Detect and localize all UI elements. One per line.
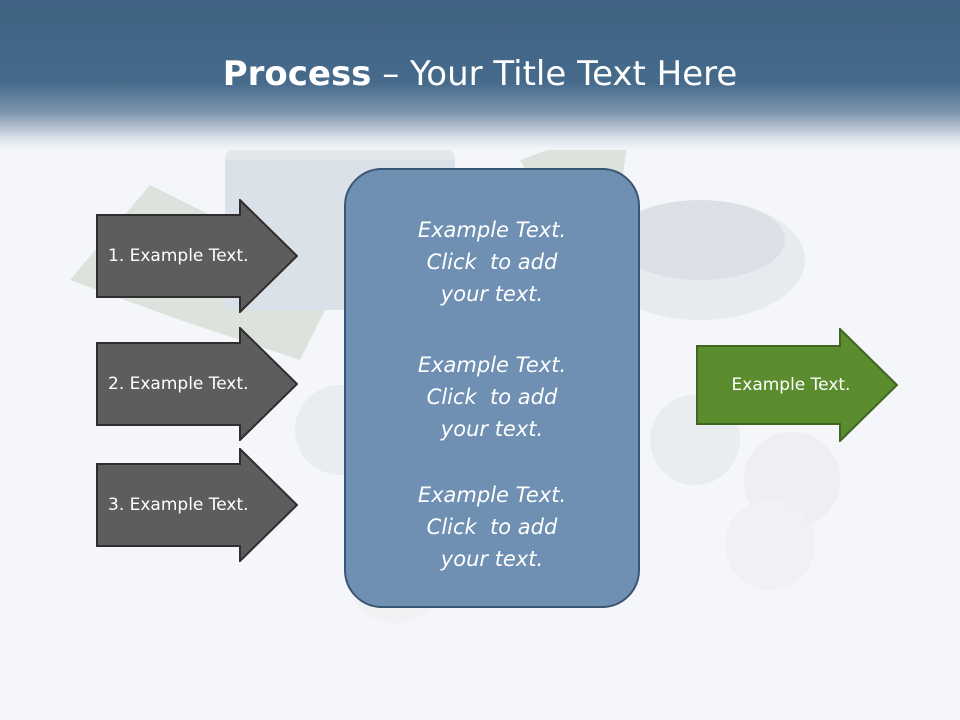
arrow-shape-icon <box>96 327 298 441</box>
result-arrow[interactable]: Example Text. <box>696 326 899 444</box>
text-line: Click to add <box>426 250 558 274</box>
text-line: your text. <box>440 282 544 306</box>
text-block-1: Example Text. Click to add your text. <box>346 214 638 310</box>
text-line: your text. <box>440 547 544 571</box>
arrow-shape-icon <box>96 448 298 562</box>
result-label: Example Text. <box>731 375 851 395</box>
text-line: Example Text. <box>417 483 567 507</box>
step-label: 1. Example Text. <box>108 246 249 266</box>
step-label: 2. Example Text. <box>108 374 249 394</box>
text-line: Example Text. <box>417 353 567 377</box>
center-text-box[interactable]: Example Text. Click to add your text. Ex… <box>344 168 640 608</box>
text-line: Click to add <box>426 515 558 539</box>
title-bold: Process <box>222 54 372 94</box>
step-arrow-2[interactable]: 2. Example Text. <box>96 327 298 441</box>
text-block-2: Example Text. Click to add your text. <box>346 349 638 445</box>
step-arrow-1[interactable]: 1. Example Text. <box>96 199 298 313</box>
step-label: 3. Example Text. <box>108 495 249 515</box>
text-line: Click to add <box>426 385 558 409</box>
step-arrow-3[interactable]: 3. Example Text. <box>96 448 298 562</box>
slide-title[interactable]: Process – Your Title Text Here <box>0 54 960 94</box>
arrow-shape-icon <box>696 326 899 444</box>
text-block-3: Example Text. Click to add your text. <box>346 479 638 575</box>
arrow-shape-icon <box>96 199 298 313</box>
title-rest: – Your Title Text Here <box>371 54 738 94</box>
title-bar <box>0 0 960 150</box>
text-line: your text. <box>440 417 544 441</box>
text-line: Example Text. <box>417 218 567 242</box>
